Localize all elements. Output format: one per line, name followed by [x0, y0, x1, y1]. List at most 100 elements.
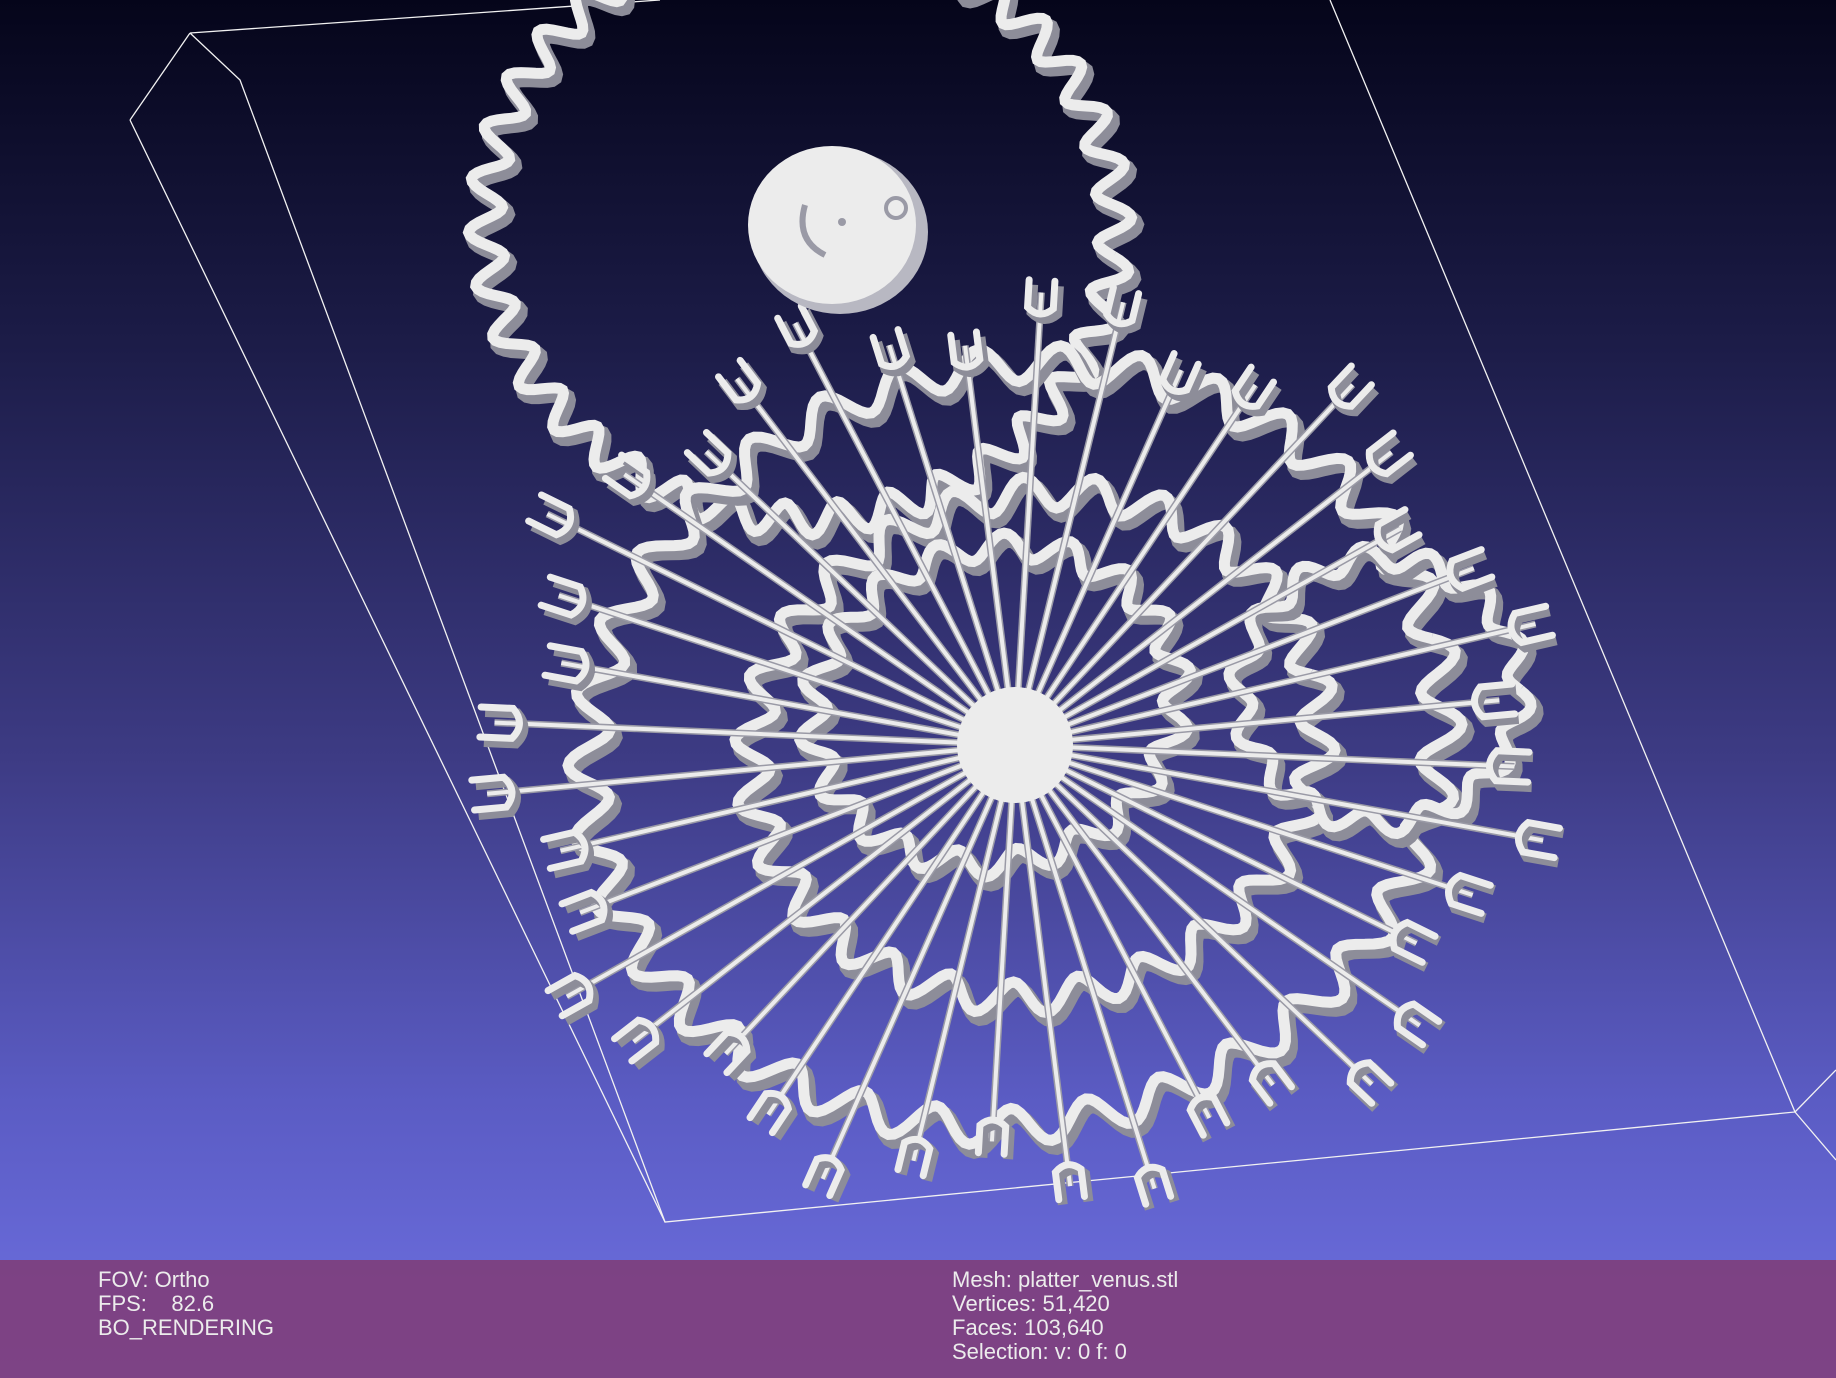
fork — [1445, 871, 1494, 917]
spoke — [704, 450, 1017, 747]
fork — [1186, 1093, 1231, 1139]
spoke — [766, 743, 1017, 1116]
fork — [541, 642, 590, 685]
fork-shadow — [1517, 822, 1565, 868]
fork — [1389, 918, 1439, 966]
spoke — [1013, 743, 1374, 1086]
info-panel: FOV: Ortho FPS: 82.6 BO_RENDERING Mesh: … — [0, 1260, 1836, 1378]
fork — [1231, 363, 1277, 410]
spoke — [558, 593, 1016, 747]
fork — [1158, 350, 1202, 395]
fork-shadow — [687, 433, 737, 484]
disc-mark — [799, 204, 827, 258]
fork — [1471, 680, 1519, 721]
spoke — [1013, 301, 1126, 746]
spoke — [494, 720, 1016, 747]
render-mode-label: BO_RENDERING — [98, 1315, 275, 1340]
fork — [558, 888, 608, 935]
spoke — [1014, 743, 1474, 897]
fork — [1023, 276, 1059, 318]
spoke — [1013, 744, 1157, 1190]
fork — [1393, 1000, 1443, 1049]
disc — [748, 146, 916, 304]
spoke — [793, 322, 1017, 746]
spoke — [546, 512, 1016, 747]
spoke — [565, 743, 1016, 999]
spoke — [579, 743, 1016, 915]
spoke — [486, 743, 1016, 796]
fork — [774, 302, 819, 348]
spoke — [1014, 743, 1418, 946]
fork — [894, 1135, 934, 1180]
fork — [703, 1028, 751, 1077]
spoke — [1013, 369, 1183, 746]
vertex-count-label: Vertices: 51,420 — [952, 1291, 1110, 1316]
spoke — [1013, 383, 1355, 747]
fork — [540, 828, 589, 872]
fork-shadow — [777, 308, 824, 355]
spoke — [1014, 566, 1475, 747]
fork — [1051, 1161, 1088, 1204]
hub — [957, 687, 1073, 803]
spoke — [820, 744, 1017, 1180]
fork — [525, 491, 575, 539]
spoke — [1014, 621, 1536, 747]
mesh-name-label: Mesh: platter_venus.stl — [952, 1267, 1179, 1292]
fork-shadow — [977, 1119, 1015, 1160]
fork — [746, 1089, 793, 1137]
bounding-box — [129, 0, 1836, 1223]
fork — [468, 773, 516, 814]
spoke — [1013, 383, 1258, 747]
spoke — [1013, 292, 1044, 746]
fork — [947, 328, 984, 371]
spoke — [623, 472, 1017, 747]
disc-dot — [838, 218, 846, 226]
face-count-label: Faces: 103,640 — [952, 1315, 1104, 1340]
spoke — [911, 744, 1017, 1162]
spoke — [963, 345, 1017, 746]
fork — [476, 703, 523, 742]
fork — [869, 326, 911, 371]
platter-mesh — [462, 0, 1565, 1211]
spoke — [724, 743, 1017, 1056]
spoke — [1013, 744, 1212, 1119]
fork-shadow — [606, 455, 656, 507]
fork — [1103, 283, 1143, 328]
fork — [1446, 546, 1496, 593]
spoke — [560, 661, 1016, 747]
spoke — [735, 377, 1017, 747]
spoke — [1013, 450, 1393, 747]
fork — [1514, 818, 1563, 862]
spoke — [1014, 526, 1402, 747]
fork — [1248, 1060, 1295, 1107]
fps-label: FPS: 82.6 — [98, 1291, 215, 1316]
spoke — [887, 344, 1017, 746]
gear-upper — [462, 0, 1138, 541]
fork — [1373, 506, 1423, 554]
fork — [974, 1116, 1010, 1158]
fork — [611, 1016, 660, 1065]
spoke — [1014, 743, 1544, 843]
gear-outer — [562, 340, 1468, 1150]
fov-label: FOV: Ortho — [98, 1267, 210, 1292]
spoke — [632, 743, 1017, 1044]
fork — [1365, 429, 1414, 478]
fork — [1346, 1059, 1395, 1107]
spoke — [1013, 744, 1073, 1187]
spoke — [560, 743, 1016, 853]
spoke — [989, 744, 1017, 1142]
fork — [802, 1154, 845, 1200]
fork-shadow — [718, 362, 767, 411]
fork — [1327, 362, 1375, 410]
mesh-info: Mesh: platter_venus.stl Vertices: 51,420… — [952, 1268, 1178, 1364]
fork — [601, 451, 651, 500]
render-info: FOV: Ortho FPS: 82.6 BO_RENDERING — [98, 1268, 274, 1340]
selection-label: Selection: v: 0 f: 0 — [952, 1339, 1127, 1364]
fork — [1133, 1163, 1175, 1208]
fork — [1507, 602, 1556, 647]
fork — [1485, 747, 1533, 786]
fork — [537, 573, 587, 619]
fork — [715, 356, 762, 404]
